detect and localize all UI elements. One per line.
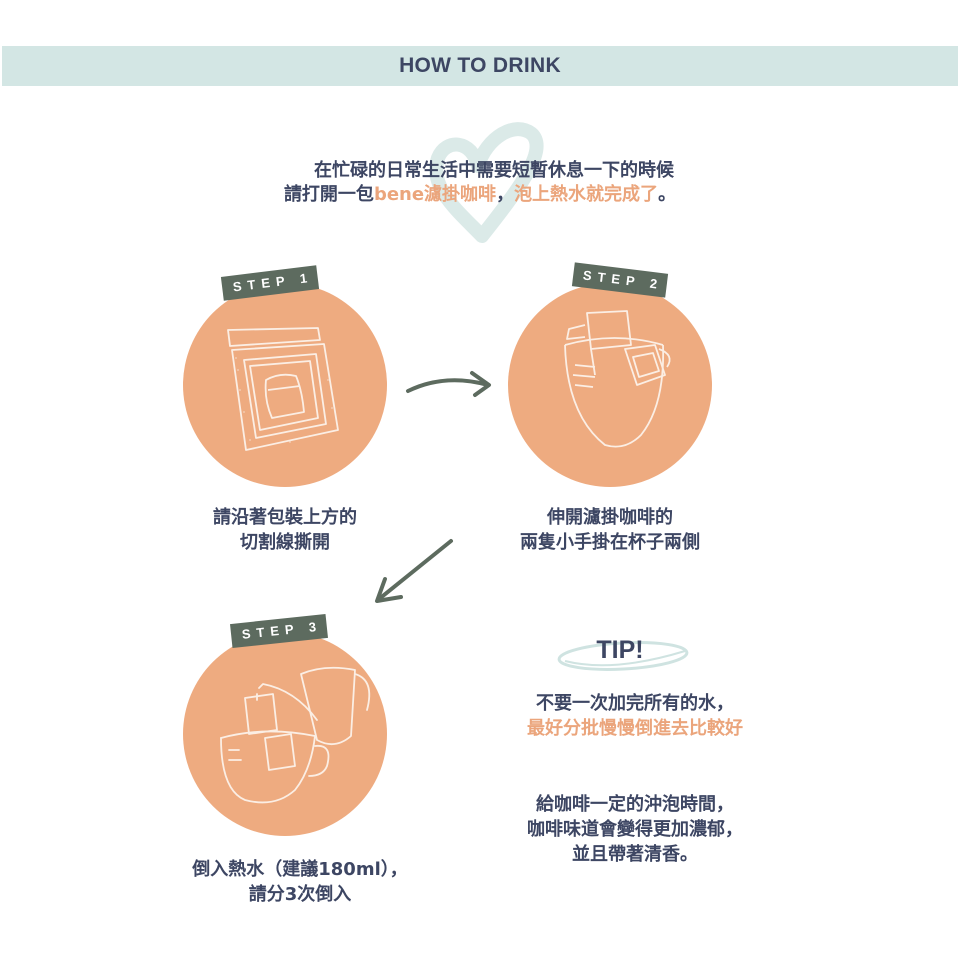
step-2-circle	[508, 283, 712, 487]
step-3-caption-line-1: 倒入熱水（建議180ml），	[192, 859, 408, 880]
kettle-pouring-into-mug-icon	[220, 666, 371, 804]
drip-bag-on-cup-icon	[564, 310, 671, 448]
intro-line-2: 請打開一包bene濾掛咖啡，泡上熱水就完成了。	[0, 183, 960, 207]
step-3-caption-line-2: 請分3次倒入	[248, 884, 352, 905]
step-1-caption-line-2: 切割線撕開	[240, 532, 330, 553]
drip-bag-package-icon	[227, 327, 339, 451]
tip-title: TIP!	[596, 636, 644, 664]
step-1-caption: 請沿著包裝上方的 切割線撕開	[160, 505, 410, 555]
tip-paragraph-1: 不要一次加完所有的水， 最好分批慢慢倒進去比較好	[490, 691, 780, 741]
tip-p2-line-1: 給咖啡一定的沖泡時間，	[536, 794, 734, 815]
arrow-right-icon	[406, 371, 491, 397]
arrow-down-left-icon	[375, 539, 453, 603]
step-3-circle	[183, 632, 387, 836]
tip-p1-line-1: 不要一次加完所有的水，	[536, 693, 734, 714]
tip-p2-line-3: 並且帶著清香。	[572, 844, 698, 865]
tip-ring-icon	[557, 641, 689, 671]
header-bar: HOW TO DRINK	[2, 46, 958, 86]
intro-text: 請打開一包	[283, 184, 374, 205]
tip-paragraph-2: 給咖啡一定的沖泡時間， 咖啡味道會變得更加濃郁， 並且帶著清香。	[490, 792, 780, 867]
tip-p1-line-2: 最好分批慢慢倒進去比較好	[527, 718, 743, 739]
step-2-caption-line-2: 兩隻小手掛在杯子兩側	[520, 532, 700, 553]
step-2-caption-line-1: 伸開濾掛咖啡的	[547, 507, 673, 528]
heart-icon	[429, 122, 544, 243]
intro-line-1: 在忙碌的日常生活中需要短暫休息一下的時候	[314, 160, 674, 181]
step-1-caption-line-1: 請沿著包裝上方的	[213, 507, 357, 528]
step-1-circle	[183, 283, 387, 487]
intro-period: 。	[658, 184, 677, 205]
tip-p2-line-2: 咖啡味道會變得更加濃郁，	[527, 819, 743, 840]
step-2-caption: 伸開濾掛咖啡的 兩隻小手掛在杯子兩側	[480, 505, 740, 555]
brand-highlight: bene濾掛咖啡	[373, 184, 497, 205]
step-3-caption: 倒入熱水（建議180ml）， 請分3次倒入	[150, 857, 450, 907]
intro-highlight: 泡上熱水就完成了	[514, 184, 659, 205]
page-title: HOW TO DRINK	[399, 54, 561, 77]
intro-comma: ，	[496, 184, 515, 205]
